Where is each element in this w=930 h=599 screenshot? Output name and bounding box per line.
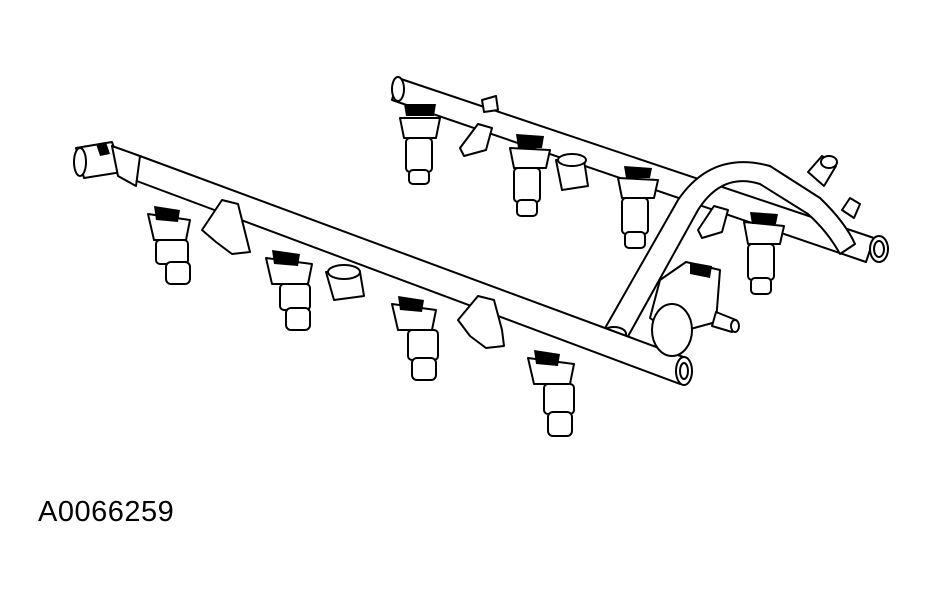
injector [399,104,441,185]
pressure-sensor [649,261,740,357]
injector [509,134,551,217]
injector [527,350,575,437]
front-brackets [201,199,505,349]
inlet-fitting [73,141,141,187]
pressure-fitting [807,155,861,219]
front-injectors [147,206,575,437]
injector [391,296,439,381]
rear-brackets [459,95,729,239]
rear-injectors [399,104,785,295]
injector [617,166,659,249]
figure-part-number: A0066259 [38,496,175,528]
injector [147,206,191,285]
injector [743,212,785,295]
injector [265,250,313,331]
